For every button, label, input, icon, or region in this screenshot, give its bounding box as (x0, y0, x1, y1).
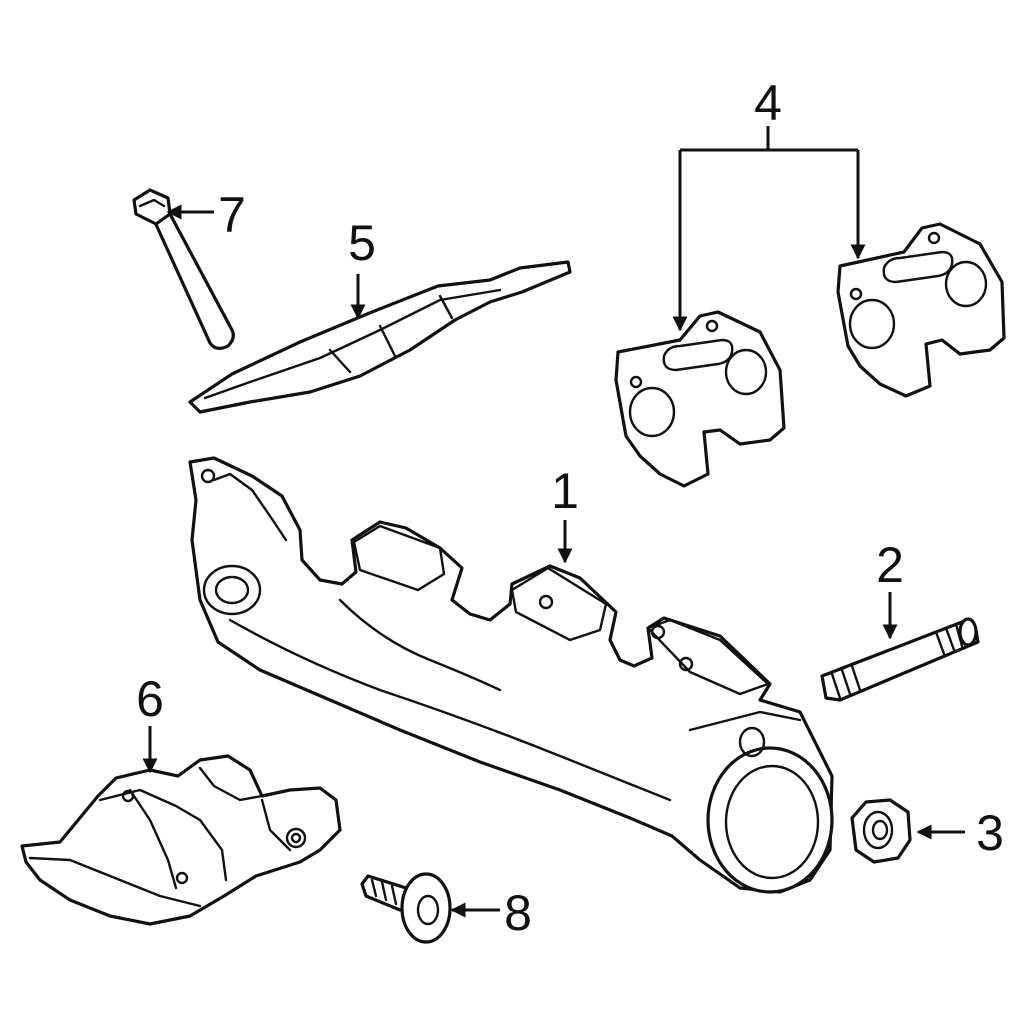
callout-labels: 1 2 3 4 5 6 7 8 (136, 75, 1004, 941)
callout-1: 1 (551, 463, 579, 519)
part-3-nut (850, 798, 912, 864)
part-6-heat-shield (20, 754, 342, 926)
part-4-gasket-left (614, 310, 786, 488)
callout-7: 7 (218, 187, 246, 243)
part-2-stud (820, 617, 980, 702)
callout-8: 8 (504, 885, 532, 941)
part-4-gasket-right (836, 222, 1006, 398)
callout-2: 2 (876, 537, 904, 593)
callout-6: 6 (136, 671, 164, 727)
part-7-bolt (132, 188, 235, 350)
leader-lines (142, 126, 965, 918)
callout-5: 5 (348, 215, 376, 271)
part-5-heat-shield (188, 260, 572, 414)
callout-3: 3 (976, 805, 1004, 861)
leader-4-bracket (680, 126, 858, 152)
part-8-bolt (360, 872, 452, 944)
part-1-exhaust-manifold (188, 456, 834, 894)
callout-4: 4 (754, 75, 782, 131)
